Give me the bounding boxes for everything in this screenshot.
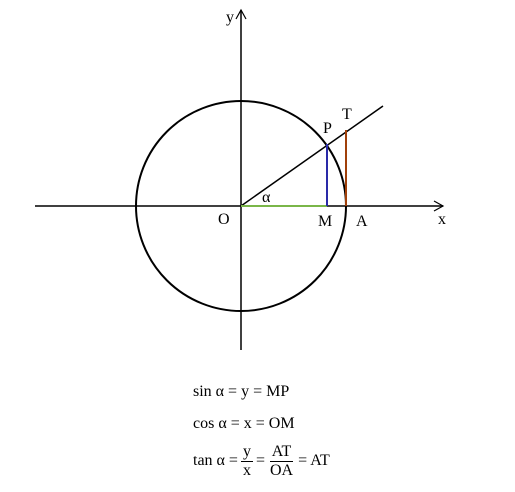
tan-prefix: tan α = [193,452,238,469]
x-axis-label: x [438,211,446,228]
point-m-label: M [318,213,332,230]
tan-suffix: = AT [298,452,330,469]
point-p-label: P [323,120,332,137]
angle-label: α [262,189,271,206]
tan-formula: tan α = y x = AT OA = AT [193,443,330,479]
unit-circle-diagram: y x O α P T M A [35,8,446,350]
y-axis-arrow-icon [235,8,247,20]
x-axis-arrow-icon [433,200,445,212]
tan-numerator-at: AT [269,442,294,462]
origin-label: O [218,211,230,228]
point-a-label: A [356,213,368,230]
tan-denominator-oa: OA [269,461,294,479]
tan-fraction-y-over-x: y x [240,442,253,479]
cos-formula: cos α = x = OM [193,415,295,432]
tan-denominator-x: x [242,461,251,479]
y-axis-label: y [226,9,234,26]
sin-formula: sin α = y = MP [193,383,290,400]
tan-numerator-y: y [240,442,253,462]
point-t-label: T [342,106,352,123]
tan-equals: = [255,452,265,469]
tan-fraction-at-over-oa: AT OA [268,442,295,479]
terminal-ray [240,105,384,207]
